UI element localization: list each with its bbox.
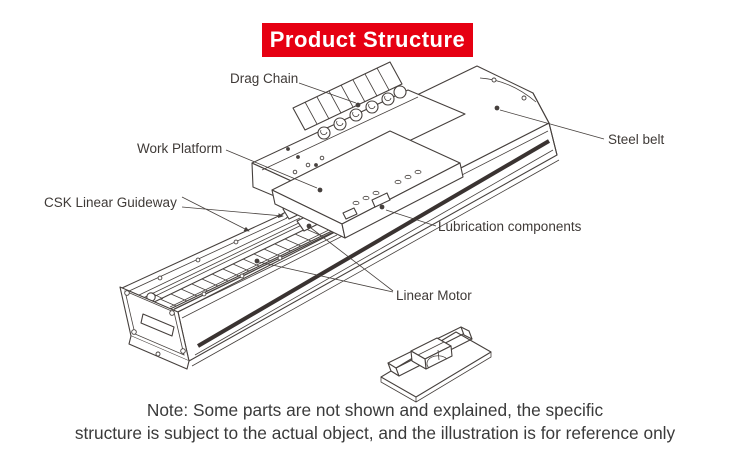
linear-motor-leader-1 xyxy=(310,227,394,292)
platform-hole-strip xyxy=(352,169,422,206)
label-drag-chain: Drag Chain xyxy=(230,71,298,86)
page-title: Product Structure xyxy=(269,27,466,52)
chain-link-curls xyxy=(317,85,407,140)
part-labels: Drag Chain Work Platform CSK Linear Guid… xyxy=(44,71,665,303)
leader-lines xyxy=(181,82,605,293)
detail-carriage-block xyxy=(410,337,453,370)
left-end-cap xyxy=(119,286,190,370)
right-end-edge xyxy=(532,92,558,156)
label-linear-motor: Linear Motor xyxy=(396,288,472,303)
work-platform-part xyxy=(271,130,464,239)
title-banner: Product Structure xyxy=(262,23,473,57)
guide-rail-back xyxy=(136,217,304,300)
drag-chain-leader xyxy=(298,82,357,104)
footer-note: Note: Some parts are not shown and expla… xyxy=(0,399,750,445)
label-steel-belt: Steel belt xyxy=(608,132,665,147)
label-csk-linear-guideway: CSK Linear Guideway xyxy=(44,195,177,210)
lubrication-leader xyxy=(385,209,437,227)
guide-rail-front xyxy=(169,227,337,311)
work-platform-leader xyxy=(225,149,318,189)
guideway-detail-inset xyxy=(380,326,492,403)
footer-note-line2: structure is subject to the actual objec… xyxy=(74,423,676,443)
csk-guideway-leader-2 xyxy=(181,206,284,218)
csk-guideway-leader-1 xyxy=(181,196,250,232)
linear-motor-stator xyxy=(144,219,338,316)
drag-chain-part xyxy=(292,61,407,140)
label-work-platform: Work Platform xyxy=(137,141,222,156)
steel-belt-stripe xyxy=(196,139,551,348)
channel-interior xyxy=(121,213,338,316)
channel-screws xyxy=(157,239,283,297)
steel-belt-leader xyxy=(499,109,605,140)
footer-note-line1: Note: Some parts are not shown and expla… xyxy=(146,400,604,420)
label-lubrication-components: Lubrication components xyxy=(438,219,582,234)
linear-motor-leader-2 xyxy=(258,261,394,293)
lubrication-fittings xyxy=(342,192,391,220)
